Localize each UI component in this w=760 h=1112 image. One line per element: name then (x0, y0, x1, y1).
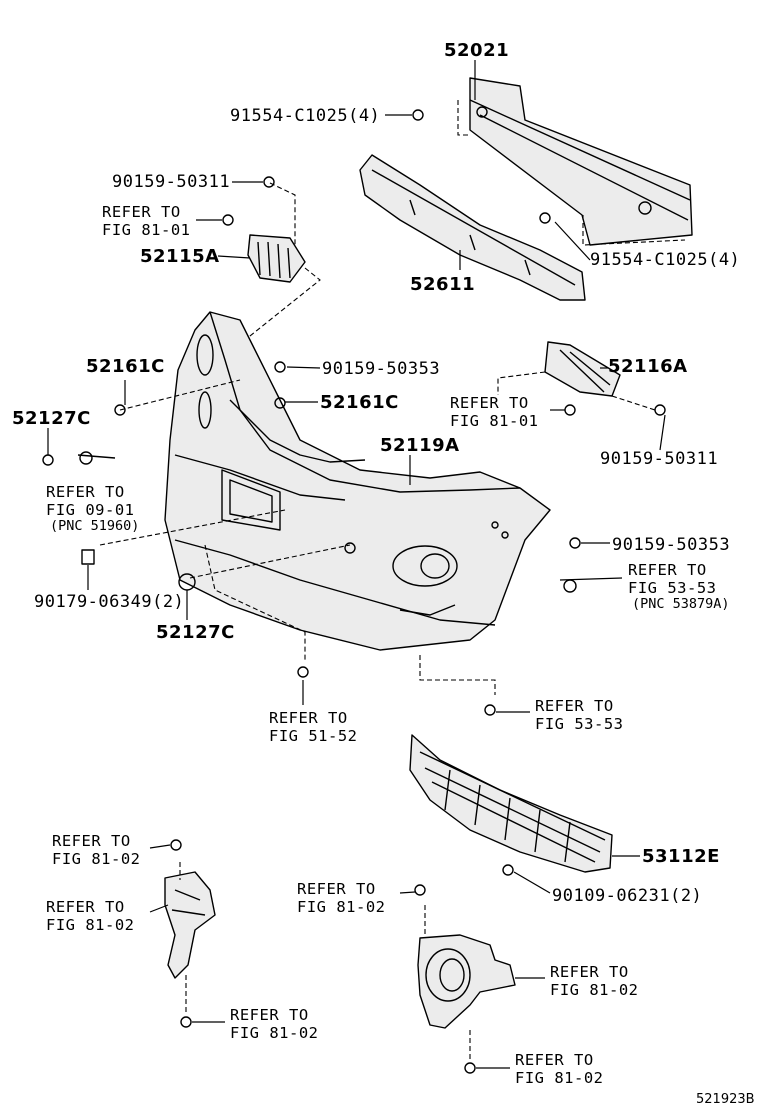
part-90159-50311-right: 90159-50311 (600, 449, 719, 469)
part-52611: 52611 (410, 274, 476, 295)
part-52161C-right: 52161C (320, 392, 399, 413)
part-52116A: 52116A (608, 356, 688, 377)
fasteners (42, 109, 666, 1074)
part-52161C-left: 52161C (86, 356, 165, 377)
pnc-51960: (PNC 51960) (50, 518, 140, 534)
bumper-reinforcement-52021 (457, 77, 693, 246)
part-90109-06231: 90109-06231(2) (552, 886, 703, 906)
bracket-52115A (244, 182, 321, 341)
part-52127C-left: 52127C (12, 408, 91, 429)
assembly-dashed-lines (99, 379, 496, 695)
energy-absorber-52611 (359, 154, 586, 301)
bracket-52116A (497, 341, 656, 411)
grille-53112E (409, 734, 613, 873)
fog-lamp-assembly (417, 905, 516, 1060)
bumper-cover-52119A (164, 311, 551, 651)
part-91554-c1025-right: 91554-C1025(4) (590, 250, 741, 270)
part-52115A: 52115A (140, 246, 220, 267)
illustration-id: 521923B (696, 1092, 755, 1107)
pnc-53879A: (PNC 53879A) (632, 596, 730, 612)
part-53112E: 53112E (642, 846, 720, 867)
leader-lines (47, 60, 666, 1069)
left-fog-bracket (164, 862, 216, 1012)
part-52119A: 52119A (380, 435, 460, 456)
part-90159-50353-top: 90159-50353 (322, 359, 441, 379)
part-91554-c1025-top: 91554-C1025(4) (230, 106, 381, 126)
part-90159-50353-mid: 90159-50353 (612, 535, 731, 555)
part-52021: 52021 (444, 40, 510, 61)
part-90179-06349: 90179-06349(2) (34, 592, 185, 612)
part-90159-50311-left: 90159-50311 (112, 172, 231, 192)
part-52127C-bottom: 52127C (156, 622, 235, 643)
